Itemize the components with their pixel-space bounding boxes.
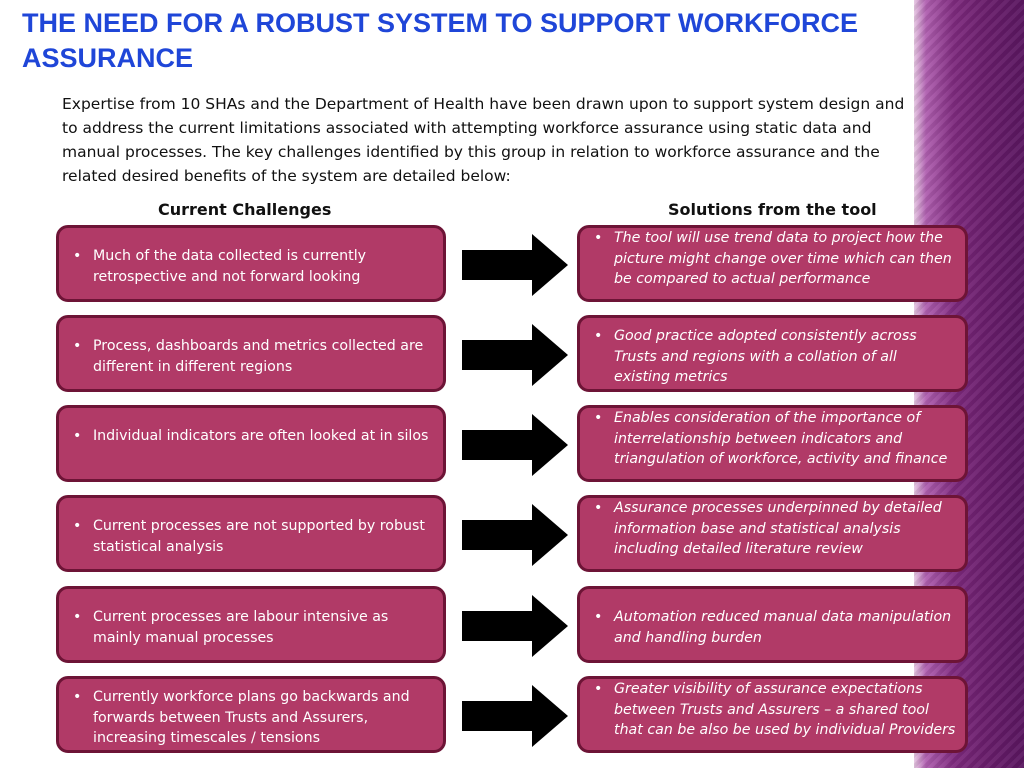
challenge-text: Much of the data collected is currently … [93,248,367,285]
solution-text: Greater visibility of assurance expectat… [614,681,956,738]
challenge-text: Currently workforce plans go backwards a… [93,689,410,746]
right-arrow-icon [462,414,568,476]
right-arrow-icon [462,685,568,747]
challenge-text: Current processes are labour intensive a… [93,609,389,646]
challenge-text: Process, dashboards and metrics collecte… [93,338,424,375]
solution-text: Enables consideration of the importance … [614,410,948,467]
challenge-box: • Much of the data collected is currently… [56,225,446,302]
solution-text: Automation reduced manual data manipulat… [614,609,952,646]
challenge-box: • Currently workforce plans go backwards … [56,676,446,753]
solution-box: • Good practice adopted consistently acro… [577,315,968,392]
solution-box: • Automation reduced manual data manipula… [577,586,968,663]
right-arrow-icon [462,595,568,657]
solutions-heading: Solutions from the tool [668,200,877,219]
challenge-box: • Current processes are not supported by … [56,495,446,572]
right-arrow-icon [462,504,568,566]
solution-box: • Assurance processes underpinned by deta… [577,495,968,572]
right-arrow-icon [462,324,568,386]
solution-box: • Greater visibility of assurance expecta… [577,676,968,753]
bullet: • [594,328,603,344]
bullet: • [73,248,82,264]
challenge-box: • Individual indicators are often looked … [56,405,446,482]
intro-paragraph: Expertise from 10 SHAs and the Departmen… [62,95,905,185]
bullet: • [73,338,82,354]
challenge-text: Current processes are not supported by r… [93,518,425,555]
current-challenges-heading: Current Challenges [158,200,332,219]
solution-text: Assurance processes underpinned by detai… [614,500,942,557]
bullet: • [594,681,603,697]
challenge-box: • Current processes are labour intensive … [56,586,446,663]
solution-box: • Enables consideration of the importance… [577,405,968,482]
bullet: • [73,518,82,534]
bullet: • [73,609,82,625]
bullet: • [73,428,82,444]
challenge-box: • Process, dashboards and metrics collect… [56,315,446,392]
solution-text: Good practice adopted consistently acros… [614,328,917,385]
right-arrow-icon [462,234,568,296]
solution-text: The tool will use trend data to project … [614,230,952,287]
bullet: • [594,500,603,516]
bullet: • [594,609,603,625]
bullet: • [594,410,603,426]
bullet: • [73,689,82,705]
solution-box: • The tool will use trend data to project… [577,225,968,302]
slide-title: THE NEED FOR A ROBUST SYSTEM TO SUPPORT … [22,8,859,73]
bullet: • [594,230,603,246]
challenge-text: Individual indicators are often looked a… [93,428,429,444]
